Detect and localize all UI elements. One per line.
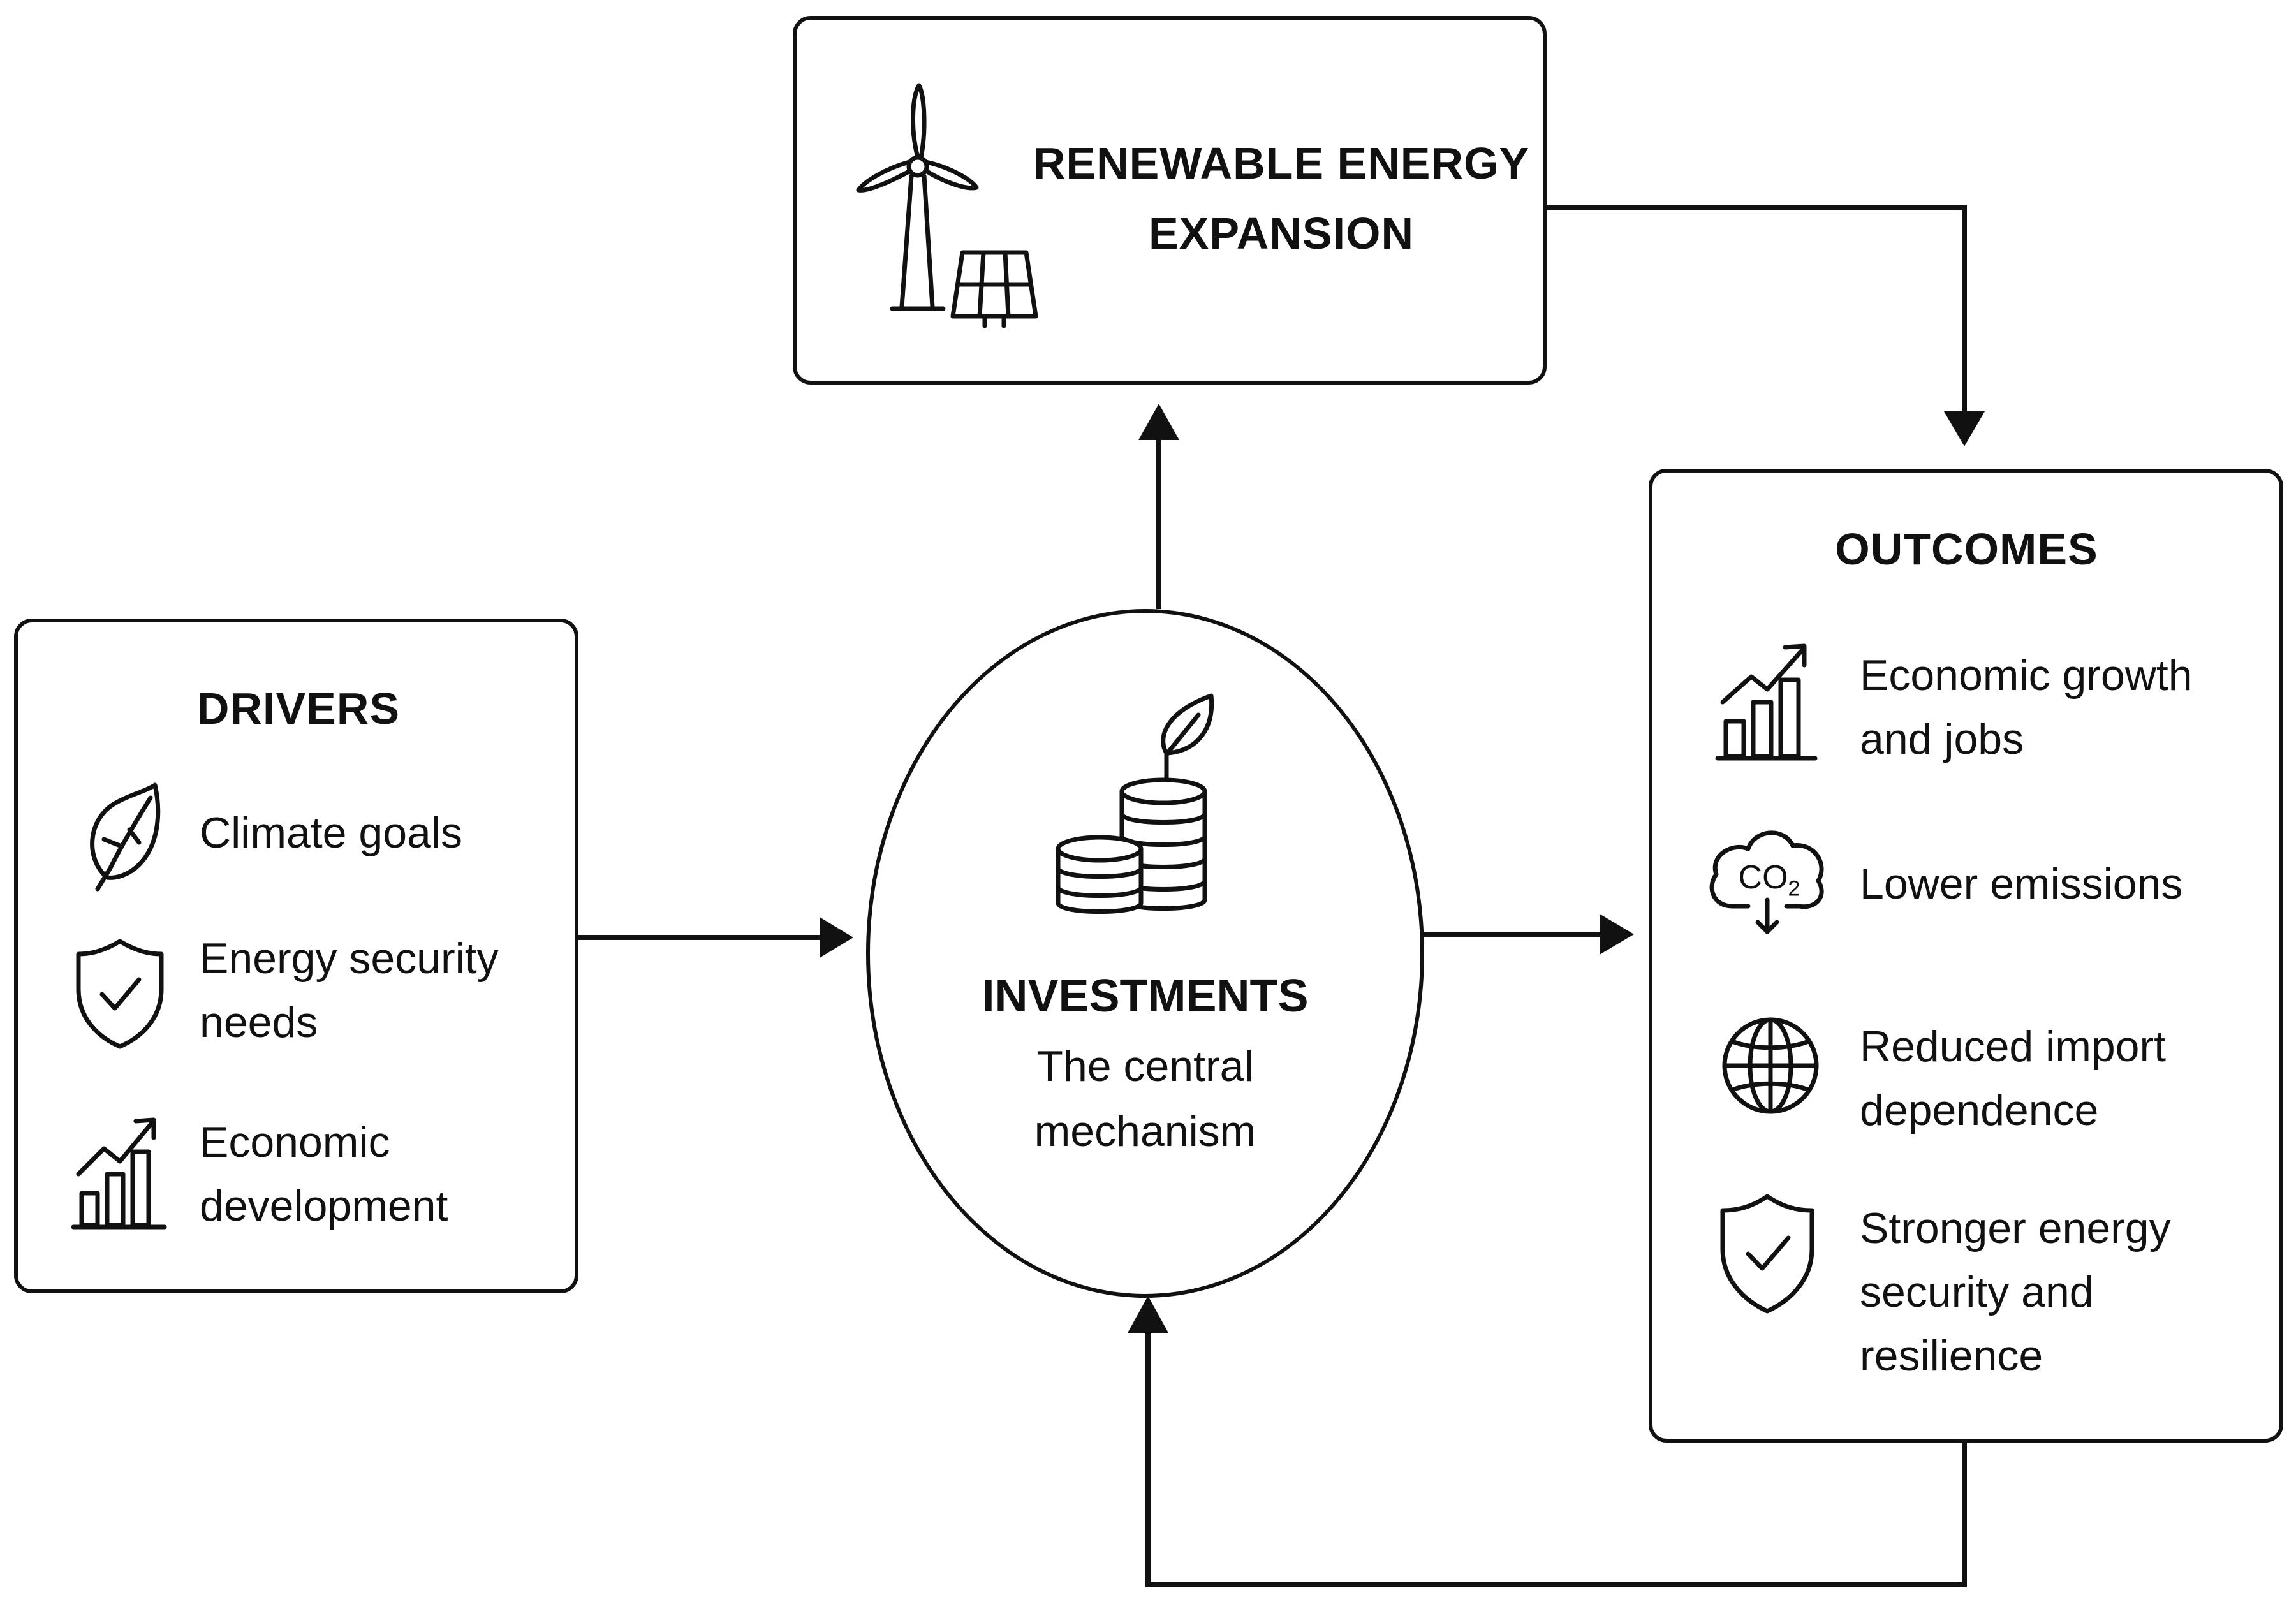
co2-label: CO2 [1734, 858, 1804, 907]
outcome-import-line2: dependence [1860, 1086, 2099, 1135]
outcomes-box: OUTCOMES Economic growth and jobs CO2 Lo… [1649, 469, 2283, 1443]
arrow-renewable-to-outcomes [1547, 205, 1967, 415]
driver-energy-security-line2: needs [200, 998, 318, 1047]
drivers-title: DRIVERS [196, 684, 401, 733]
drivers-box: DRIVERS Climate goals Energy security ne… [14, 619, 578, 1293]
outcome-growth-line2: and jobs [1860, 715, 2024, 763]
arrow-feedback-loop [1145, 1333, 1967, 1587]
renewable-title-line2: EXPANSION [1148, 209, 1415, 258]
outcome-import-line1: Reduced import [1860, 1022, 2167, 1071]
investments-subtitle-line2: mechanism [1034, 1107, 1256, 1156]
outcomes-title: OUTCOMES [1835, 524, 2098, 574]
outcome-security-line2: security and [1860, 1268, 2094, 1316]
driver-energy-security-line1: Energy security [200, 934, 499, 983]
shield-check-icon [76, 939, 164, 1049]
driver-climate-goals: Climate goals [200, 809, 462, 857]
growth-chart-icon [1715, 643, 1818, 761]
outcome-security-line1: Stronger energy [1860, 1204, 2171, 1253]
investments-title: INVESTMENTS [982, 971, 1309, 1022]
shield-check-icon [1720, 1194, 1814, 1314]
arrowhead-drivers-investments [820, 917, 853, 958]
arrowhead-feedback [1128, 1296, 1168, 1333]
coins-sprout-icon [1056, 693, 1214, 914]
driver-economic-line1: Economic [200, 1118, 390, 1166]
co2-cloud-icon: CO2 [1704, 820, 1831, 935]
arrowhead-investments-outcomes [1600, 914, 1634, 955]
co2-text: CO [1738, 859, 1788, 896]
globe-icon [1722, 1017, 1819, 1114]
arrowhead-investments-renewable [1138, 404, 1179, 440]
renewable-title-line1: RENEWABLE ENERGY [1033, 138, 1530, 188]
arrowhead-renewable-outcomes [1944, 411, 1985, 446]
growth-chart-icon [71, 1117, 167, 1230]
investments-subtitle-line1: The central [1036, 1042, 1254, 1091]
leaf-icon [90, 782, 161, 892]
renewable-energy-box: RENEWABLE ENERGY EXPANSION [793, 16, 1547, 385]
outcome-lower-emissions: Lower emissions [1860, 860, 2183, 908]
wind-turbine-solar-panel-icon [856, 83, 1038, 328]
outcome-security-line3: resilience [1860, 1332, 2043, 1380]
co2-subscript: 2 [1788, 876, 1800, 901]
investments-circle: INVESTMENTS The central mechanism [866, 609, 1424, 1298]
driver-economic-line2: development [200, 1182, 448, 1230]
outcome-growth-line1: Economic growth [1860, 651, 2193, 700]
